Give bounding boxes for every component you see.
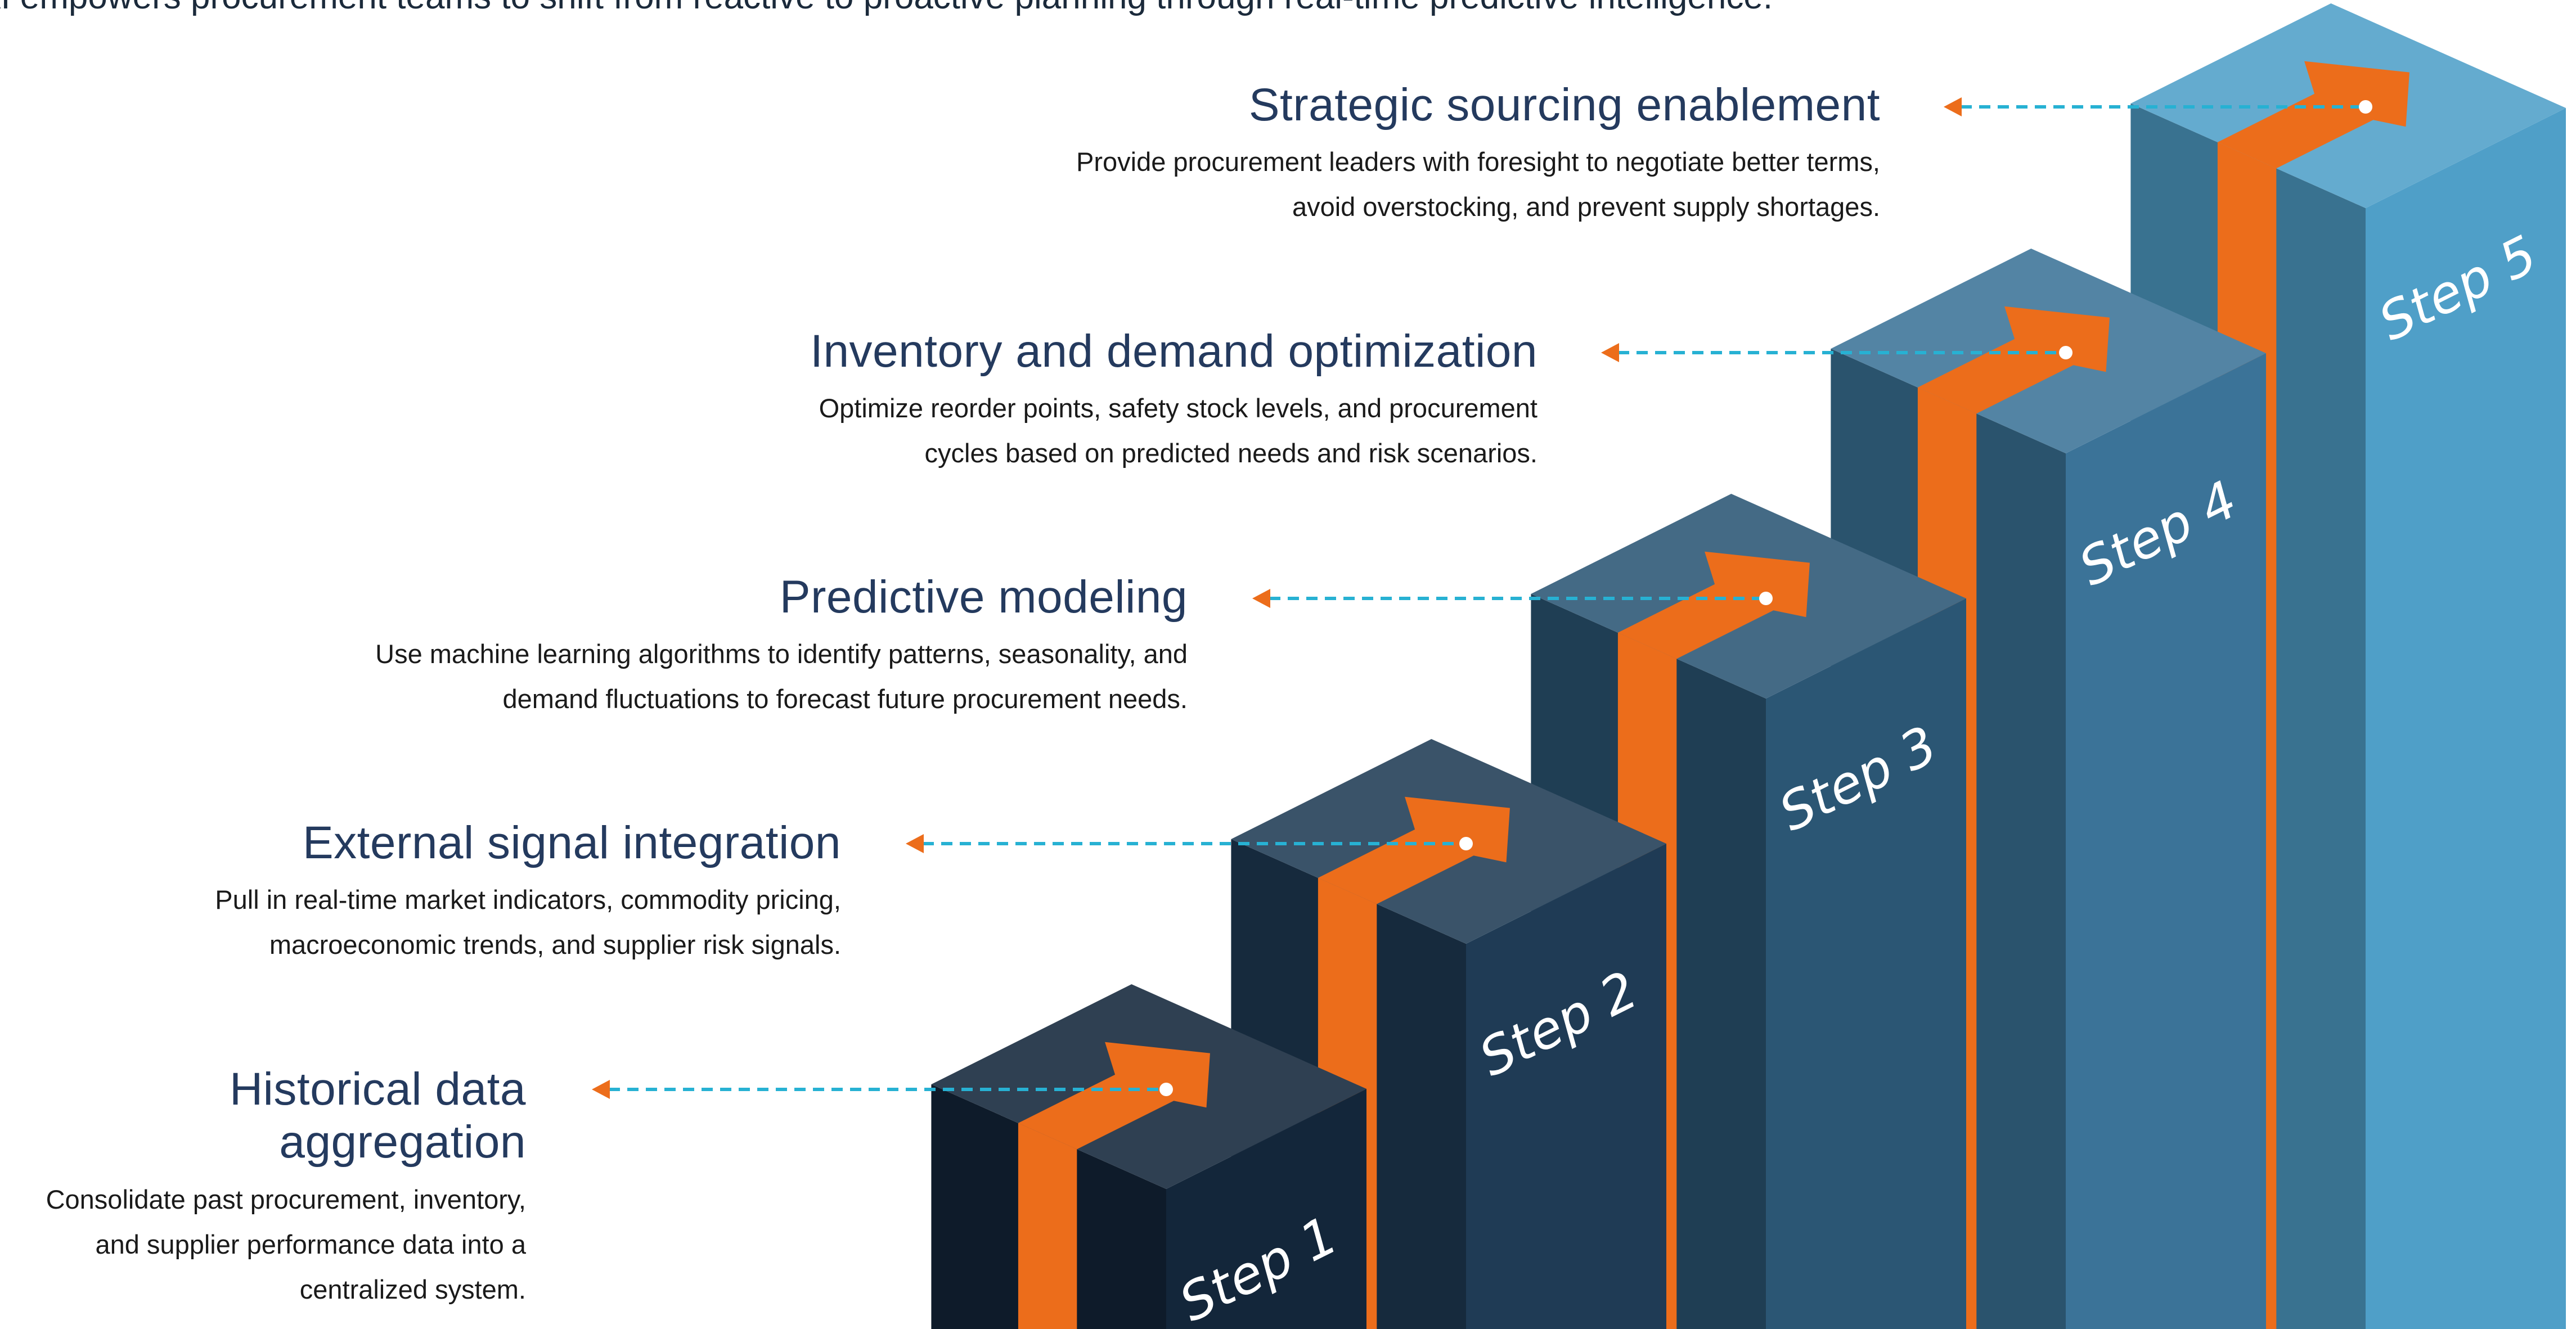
orange-arrow bbox=[1617, 551, 1810, 659]
step-1-connector bbox=[592, 1080, 1173, 1099]
step-5-description-line: Provide procurement leaders with foresig… bbox=[1076, 147, 1880, 177]
connector-dot bbox=[1159, 1083, 1173, 1096]
orange-arrow bbox=[2217, 61, 2409, 169]
step-4-description-line: Optimize reorder points, safety stock le… bbox=[819, 393, 1537, 424]
step-4-title: Inventory and demand optimization bbox=[810, 326, 1537, 377]
step-4-description-line: cycles based on predicted needs and risk… bbox=[924, 438, 1537, 468]
tower-front-face bbox=[2366, 108, 2566, 1329]
connector-arrowhead bbox=[1252, 589, 1270, 608]
step-1-text: Historical data aggregation Consolidate … bbox=[0, 1063, 526, 1312]
orange-ribbon-side bbox=[1018, 1123, 1077, 1329]
step-3-title: Predictive modeling bbox=[779, 571, 1188, 623]
step-2-description-line: Pull in real-time market indicators, com… bbox=[215, 885, 841, 915]
tower-front-face bbox=[1466, 844, 1666, 1329]
orange-arrow bbox=[1917, 306, 2110, 414]
step-1-description-line: centralized system. bbox=[299, 1274, 526, 1304]
connector-arrowhead bbox=[592, 1080, 610, 1099]
step-5-text: Strategic sourcing enablement Provide pr… bbox=[0, 79, 1880, 229]
step-2-text: External signal integration Pull in real… bbox=[0, 817, 841, 967]
step-3-description-line: demand fluctuations to forecast future p… bbox=[502, 684, 1188, 714]
connector-dot bbox=[1459, 837, 1473, 850]
step-5-title: Strategic sourcing enablement bbox=[1248, 79, 1880, 130]
step-4-text: Inventory and demand optimization Optimi… bbox=[0, 325, 1537, 476]
step-2-description-line: macroeconomic trends, and supplier risk … bbox=[269, 930, 841, 960]
step-3-text: Predictive modeling Use machine learning… bbox=[0, 571, 1188, 722]
tower-front-face bbox=[1766, 598, 1966, 1329]
step-1-description-line: Consolidate past procurement, inventory, bbox=[46, 1184, 526, 1214]
step-2-title: External signal integration bbox=[302, 817, 841, 868]
intro-text: AI empowers procurement teams to shift f… bbox=[0, 0, 2003, 18]
step-1-description: Consolidate past procurement, inventory,… bbox=[0, 1177, 526, 1312]
tower-front-face bbox=[2066, 353, 2266, 1329]
tower-front-face bbox=[1166, 1089, 1366, 1329]
connector-arrowhead bbox=[1601, 343, 1619, 362]
step-1-tower: Step 1 bbox=[931, 984, 1366, 1329]
step-5-description-line: avoid overstocking, and prevent supply s… bbox=[1292, 192, 1880, 222]
step-5-description: Provide procurement leaders with foresig… bbox=[0, 139, 1880, 229]
connector-arrowhead bbox=[906, 834, 924, 853]
step-2-description: Pull in real-time market indicators, com… bbox=[0, 877, 841, 967]
connector-arrowhead bbox=[1944, 97, 1962, 116]
connector-dot bbox=[2359, 100, 2372, 114]
step-3-connector bbox=[1252, 589, 1773, 608]
step-3-description: Use machine learning algorithms to ident… bbox=[0, 632, 1188, 722]
connector-dot bbox=[1759, 592, 1773, 605]
step-1-description-line: and supplier performance data into a bbox=[95, 1229, 526, 1259]
orange-arrow bbox=[1018, 1042, 1210, 1150]
step-2-connector bbox=[906, 834, 1473, 853]
step-3-description-line: Use machine learning algorithms to ident… bbox=[375, 639, 1188, 669]
step-4-connector bbox=[1601, 343, 2073, 362]
step-1-title: Historical data aggregation bbox=[229, 1064, 526, 1168]
step-4-description: Optimize reorder points, safety stock le… bbox=[0, 386, 1537, 476]
connector-dot bbox=[2059, 346, 2073, 359]
orange-arrow bbox=[1318, 796, 1510, 904]
step-5-connector bbox=[1944, 97, 2372, 116]
